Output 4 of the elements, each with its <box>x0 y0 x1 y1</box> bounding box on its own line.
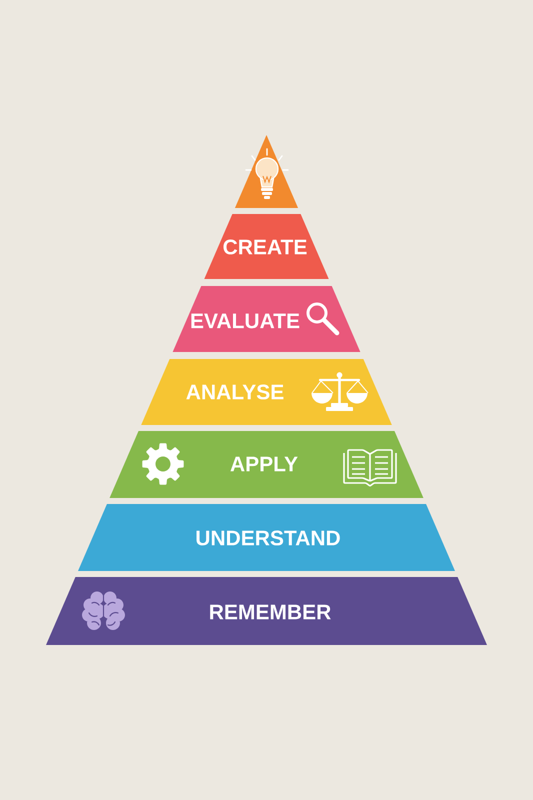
pyramid-level: UNDERSTAND <box>78 504 456 571</box>
pyramid-level: CREATE <box>204 214 329 279</box>
pyramid-level: EVALUATE <box>172 286 360 352</box>
pyramid-level: ANALYSE <box>141 359 392 425</box>
